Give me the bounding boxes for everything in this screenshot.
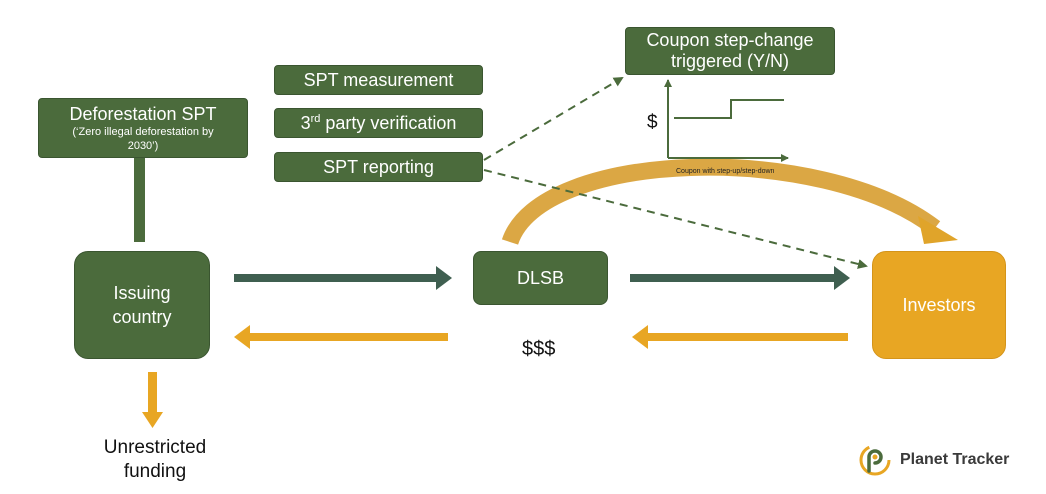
verification-text: party verification	[320, 112, 457, 133]
spt-to-issuer-connector	[134, 158, 145, 242]
verification-ordinal-suffix: rd	[310, 112, 321, 125]
coupon-step-change-box: Coupon step-change triggered (Y/N)	[625, 27, 835, 75]
chart-caption: Coupon with step-up/step-down	[676, 168, 775, 175]
spt-reporting-label: SPT reporting	[323, 156, 434, 177]
spt-measurement-box: SPT measurement	[274, 65, 483, 95]
deforestation-spt-subtitle-line2: 2030’)	[127, 139, 159, 152]
issuing-country-line1: Issuing	[113, 283, 171, 303]
coupon-step-change-line2: triggered (Y/N)	[670, 51, 790, 71]
coupon-step-change-line1: Coupon step-change	[646, 30, 814, 50]
investors-label: Investors	[902, 295, 976, 315]
investors-to-dlsb-money-arrow	[632, 325, 848, 349]
issuer-to-dlsb-arrow	[234, 266, 452, 290]
chart-step-line	[674, 99, 784, 119]
reporting-to-investors-dashed-line	[483, 169, 868, 269]
reporting-to-coupon-dashed-line	[483, 76, 624, 161]
money-flow-label: $$$	[522, 338, 556, 360]
third-party-verification-box: 3rd party verification	[274, 108, 483, 138]
verification-label: 3rd party verification	[301, 113, 457, 134]
issuing-country-box: Issuing country	[74, 251, 210, 359]
dlsb-to-issuer-money-arrow	[234, 325, 448, 349]
verification-ordinal: 3	[300, 112, 311, 133]
deforestation-spt-title: Deforestation SPT	[69, 103, 217, 124]
dlsb-label: DLSB	[516, 268, 565, 288]
planet-tracker-brand: Planet Tracker	[858, 443, 1009, 477]
deforestation-spt-subtitle-line1: (‘Zero illegal deforestation by	[72, 125, 214, 138]
issuing-country-line2: country	[112, 307, 172, 327]
dlsb-box: DLSB	[473, 251, 608, 305]
coupon-curve-arrow	[501, 158, 958, 246]
unrestricted-funding-line2: funding	[123, 461, 187, 482]
unrestricted-funding-line1: Unrestricted	[103, 437, 207, 458]
issuer-to-funding-arrow	[142, 372, 163, 428]
planet-tracker-logo-icon	[858, 443, 892, 477]
planet-tracker-name: Planet Tracker	[900, 451, 1010, 468]
investors-box: Investors	[872, 251, 1006, 359]
coupon-step-chart	[664, 79, 789, 162]
spt-measurement-label: SPT measurement	[303, 69, 454, 90]
dlsb-to-investors-arrow	[630, 266, 850, 290]
unrestricted-funding-label: Unrestricted funding	[84, 436, 226, 484]
chart-dollar-label: $	[647, 112, 658, 133]
spt-reporting-box: SPT reporting	[274, 152, 483, 182]
deforestation-spt-box: Deforestation SPT (‘Zero illegal defores…	[38, 98, 248, 158]
